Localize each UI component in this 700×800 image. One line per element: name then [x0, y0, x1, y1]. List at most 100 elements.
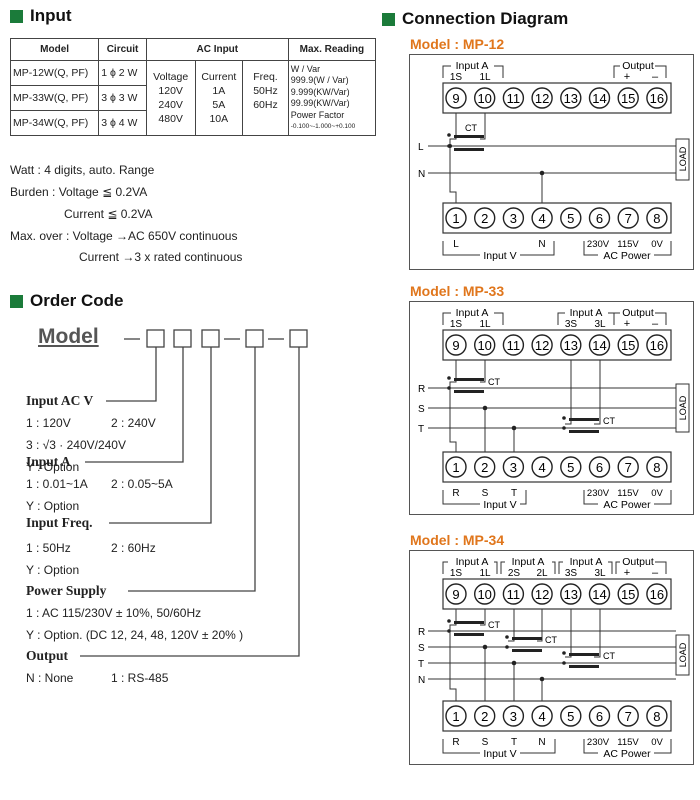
v0-label: 0V [651, 488, 663, 499]
bottom-label: N [538, 737, 545, 748]
bottom-terminal-number: 6 [596, 709, 603, 724]
load-label: LOAD [678, 395, 688, 420]
mp34-title: Model : MP-34 [410, 532, 505, 548]
v115-label: 115V [617, 239, 639, 250]
terminal-label: 3S [565, 319, 578, 330]
option-acv-1: 1 : 120V [26, 416, 71, 430]
minus-label: – [652, 71, 659, 83]
connector-power-supply [128, 347, 256, 592]
line-label-l: L [418, 142, 424, 153]
load-label: LOAD [678, 146, 688, 171]
terminal-label: 1L [479, 72, 491, 83]
ct-label: CT [465, 123, 477, 133]
top-terminal-number: 15 [621, 91, 635, 106]
top-terminal-circle-9 [445, 87, 467, 109]
top-terminal-number: 14 [592, 338, 606, 353]
bottom-terminal-number: 6 [596, 211, 603, 226]
ac-power-label: AC Power [603, 250, 651, 262]
order-label-power-supply: Power Supply [26, 583, 107, 598]
top-terminal-circle-11 [502, 87, 525, 109]
bottom-terminal-number: 6 [596, 460, 603, 475]
v230-label: 230V [587, 737, 610, 748]
top-terminal-circle-10 [473, 87, 496, 109]
bottom-label: R [452, 737, 459, 748]
voltage-cell: Voltage 120V 240V 480V [145, 60, 196, 136]
top-terminal-number: 9 [452, 587, 459, 602]
bottom-terminal-number: 3 [510, 709, 517, 724]
bottom-terminal-number: 1 [452, 460, 459, 475]
top-terminal-circle-12 [531, 334, 553, 356]
terminal-label: 1L [479, 319, 491, 330]
bottom-terminal-number: 5 [567, 460, 574, 475]
top-terminal-number: 11 [507, 91, 521, 106]
input-v-label: Input V [483, 748, 516, 760]
top-terminal-number: 14 [592, 91, 606, 106]
plus-label: + [624, 567, 630, 579]
note-max-over-voltage: Max. over : Voltage →AC 650V continuous [10, 229, 238, 243]
minus-label: – [652, 567, 659, 579]
bottom-terminal-circle-7 [617, 456, 639, 478]
top-terminal-circle-12 [531, 87, 553, 109]
max-reading-cell: W / Var 999.9(W / Var) 9.999(KW/Var) 99.… [287, 60, 377, 136]
option-a-y: Y : Option [26, 499, 80, 513]
bottom-terminal-number: 5 [567, 211, 574, 226]
bottom-label: T [511, 737, 517, 748]
output-label: Output [622, 60, 654, 72]
section-square-icon [10, 294, 23, 308]
top-terminal-number: 15 [621, 338, 635, 353]
input-title-text: Input [30, 6, 72, 25]
connector-input-a [85, 347, 184, 463]
bottom-terminal-number: 8 [653, 460, 660, 475]
bottom-terminal-circle-8 [646, 456, 668, 478]
top-terminal-number: 15 [621, 587, 635, 602]
bottom-terminal-number: 7 [625, 211, 632, 226]
bottom-terminal-circle-4 [531, 705, 553, 727]
top-terminal-circle-14 [588, 87, 611, 109]
bottom-terminal-circle-1 [445, 456, 467, 478]
top-terminal-circle-15 [617, 87, 639, 109]
ct-label: CT [488, 377, 500, 387]
bottom-terminal-number: 2 [481, 211, 488, 226]
bottom-terminal-circle-3 [502, 705, 525, 727]
top-terminal-circle-11 [502, 334, 525, 356]
line-label-n: N [418, 169, 425, 180]
terminal-label: 3S [565, 568, 578, 579]
output-label: Output [622, 556, 654, 568]
input-v-label: Input V [483, 250, 516, 262]
model-cell: MP-34W(Q, PF) [9, 110, 100, 136]
ac-power-label: AC Power [603, 748, 651, 760]
plus-label: + [624, 71, 630, 83]
top-terminal-number: 10 [477, 91, 491, 106]
connection-title-text: Connection Diagram [402, 9, 569, 28]
input-a-label: Input A [570, 556, 603, 568]
bottom-terminal-number: 2 [481, 460, 488, 475]
bottom-terminal-circle-3 [502, 456, 525, 478]
top-terminal-circle-10 [473, 334, 496, 356]
input-spec-table: Model Circuit AC Input Max. Reading MP-1… [9, 38, 377, 136]
bottom-terminal-number: 7 [625, 709, 632, 724]
option-power-y: Y : Option. (DC 12, 24, 48, 120V ± 20% ) [26, 628, 244, 642]
mp33-title: Model : MP-33 [410, 283, 505, 299]
bottom-terminal-circle-8 [646, 207, 668, 229]
circuit-cell: 1 ϕ 2 W [98, 60, 147, 86]
top-terminal-circle-12 [531, 583, 553, 605]
ac-power-label: AC Power [603, 499, 651, 511]
top-terminal-number: 9 [452, 338, 459, 353]
bottom-label: T [511, 488, 517, 499]
input-a-label: Input A [456, 556, 489, 568]
order-label-input-freq: Input Freq. [26, 515, 93, 530]
top-terminal-circle-13 [560, 334, 582, 356]
v0-label: 0V [651, 737, 663, 748]
v0-label: 0V [651, 239, 663, 250]
input-a-label: Input A [456, 60, 489, 72]
order-code-boxes [80, 329, 308, 657]
top-terminal-number: 16 [650, 338, 664, 353]
top-terminal-circle-14 [588, 334, 611, 356]
terminal-label: 1L [479, 568, 491, 579]
